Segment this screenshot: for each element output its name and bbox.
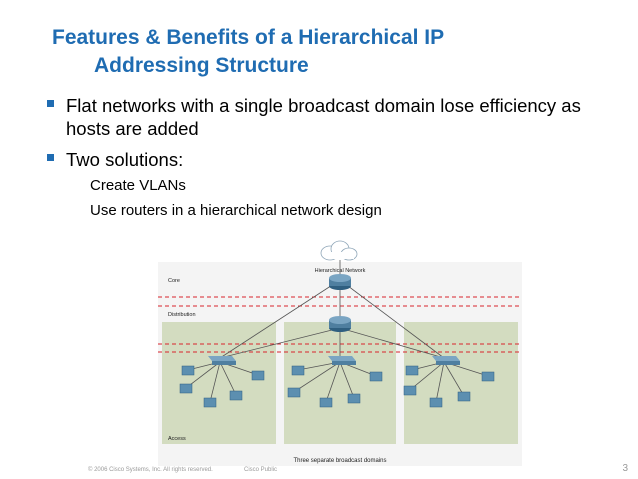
pc-icon xyxy=(403,385,417,396)
pc-icon xyxy=(291,365,305,376)
pc-icon xyxy=(369,371,383,382)
pc-icon xyxy=(179,383,193,394)
footer-classification: Cisco Public xyxy=(244,467,278,473)
cloud-icon xyxy=(320,240,358,261)
cloud-label: Hierarchical Network xyxy=(315,268,366,274)
pc-icon xyxy=(457,391,471,402)
broadcast-domain-3 xyxy=(404,322,518,444)
title-line-1: Features & Benefits of a Hierarchical IP xyxy=(52,26,445,49)
bullet-square-icon xyxy=(47,100,54,107)
slide-title: Features & Benefits of a Hierarchical IP… xyxy=(52,24,612,80)
pc-icon xyxy=(429,397,443,408)
access-switch-icon xyxy=(328,356,356,365)
broadcast-domain-1 xyxy=(162,322,276,444)
layer-label-access: Access xyxy=(168,436,186,442)
bullet-text: Two solutions: xyxy=(66,149,184,170)
bullet-list: Flat networks with a single broadcast do… xyxy=(44,94,624,223)
pc-icon xyxy=(181,365,195,376)
access-switch-icon xyxy=(432,356,460,365)
bullet-text: Flat networks with a single broadcast do… xyxy=(66,95,581,139)
pc-icon xyxy=(287,387,301,398)
core-router-icon xyxy=(329,274,351,290)
pc-icon xyxy=(319,397,333,408)
access-switch-icon xyxy=(208,356,236,365)
sub-item-vlans: Create VLANs xyxy=(90,177,186,194)
footer-copyright: © 2006 Cisco Systems, Inc. All rights re… xyxy=(88,467,213,473)
sub-item-routers: Use routers in a hierarchical network de… xyxy=(90,202,382,219)
pc-icon xyxy=(251,370,265,381)
pc-icon xyxy=(481,371,495,382)
diagram-caption: Three separate broadcast domains xyxy=(293,458,386,464)
distribution-router-icon xyxy=(329,316,351,332)
bullet-square-icon xyxy=(47,154,54,161)
pc-icon xyxy=(203,397,217,408)
bullet-item-two-solutions: Two solutions: xyxy=(44,148,624,171)
hierarchical-network-diagram: Hierarchical Network Core Distribution A… xyxy=(158,240,522,466)
bullet-item-flat-networks: Flat networks with a single broadcast do… xyxy=(44,94,624,140)
page-number: 3 xyxy=(622,463,628,474)
layer-label-distribution: Distribution xyxy=(168,312,196,318)
pc-icon xyxy=(405,365,419,376)
title-line-2: Addressing Structure xyxy=(94,54,309,77)
layer-label-core: Core xyxy=(168,278,180,284)
pc-icon xyxy=(347,393,361,404)
pc-icon xyxy=(229,390,243,401)
